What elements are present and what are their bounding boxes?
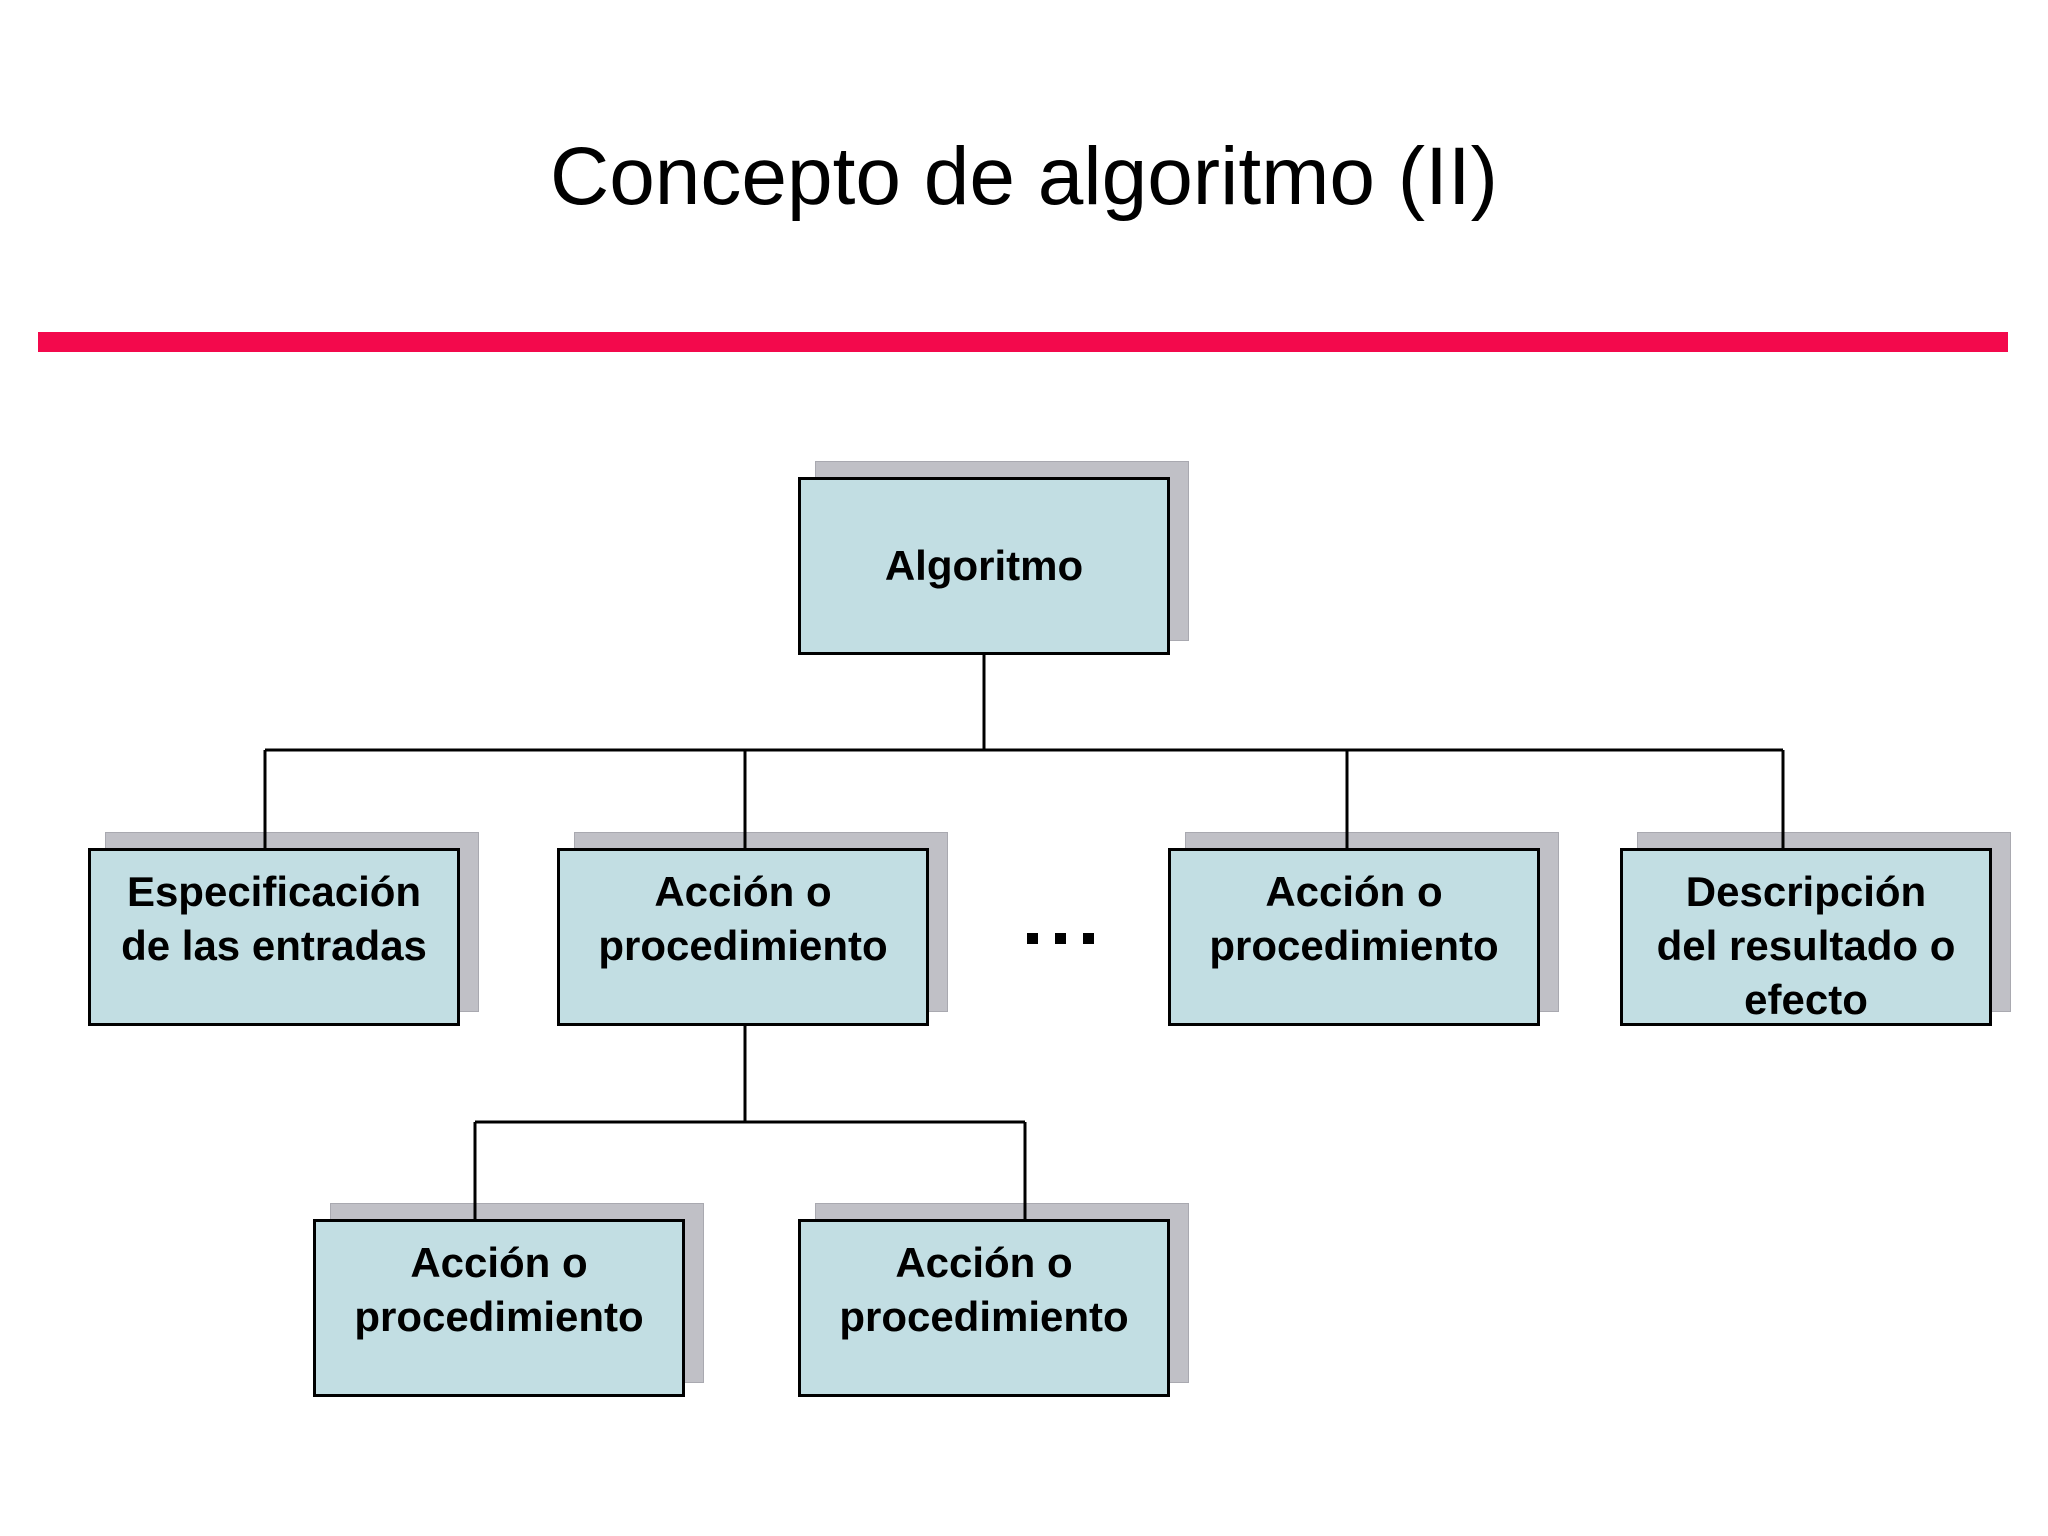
slide-title: Concepto de algoritmo (II) (549, 131, 1498, 222)
node-accion-procedimiento-2: Acción o procedimiento (1168, 848, 1540, 1026)
node-label: Acción o procedimiento (839, 1239, 1129, 1340)
node-label: Especificación de las entradas (121, 868, 427, 969)
ellipsis-dot (1055, 933, 1066, 944)
node-label: Acción o procedimiento (354, 1239, 644, 1340)
title-accent-bar (38, 332, 2008, 352)
ellipsis-dot (1027, 933, 1038, 944)
node-label: Acción o procedimiento (598, 868, 888, 969)
node-label: Algoritmo (884, 542, 1084, 590)
node-accion-procedimiento-1: Acción o procedimiento (557, 848, 929, 1026)
node-label: Descripción del resultado o efecto (1656, 868, 1956, 1023)
node-label: Acción o procedimiento (1209, 868, 1499, 969)
node-accion-procedimiento-4: Acción o procedimiento (798, 1219, 1170, 1397)
node-especificacion-entradas: Especificación de las entradas (88, 848, 460, 1026)
node-accion-procedimiento-3: Acción o procedimiento (313, 1219, 685, 1397)
ellipsis-dot (1083, 933, 1094, 944)
node-algoritmo: Algoritmo (798, 477, 1170, 655)
ellipsis-dots (1027, 933, 1094, 944)
node-descripcion-resultado: Descripción del resultado o efecto (1620, 848, 1992, 1026)
